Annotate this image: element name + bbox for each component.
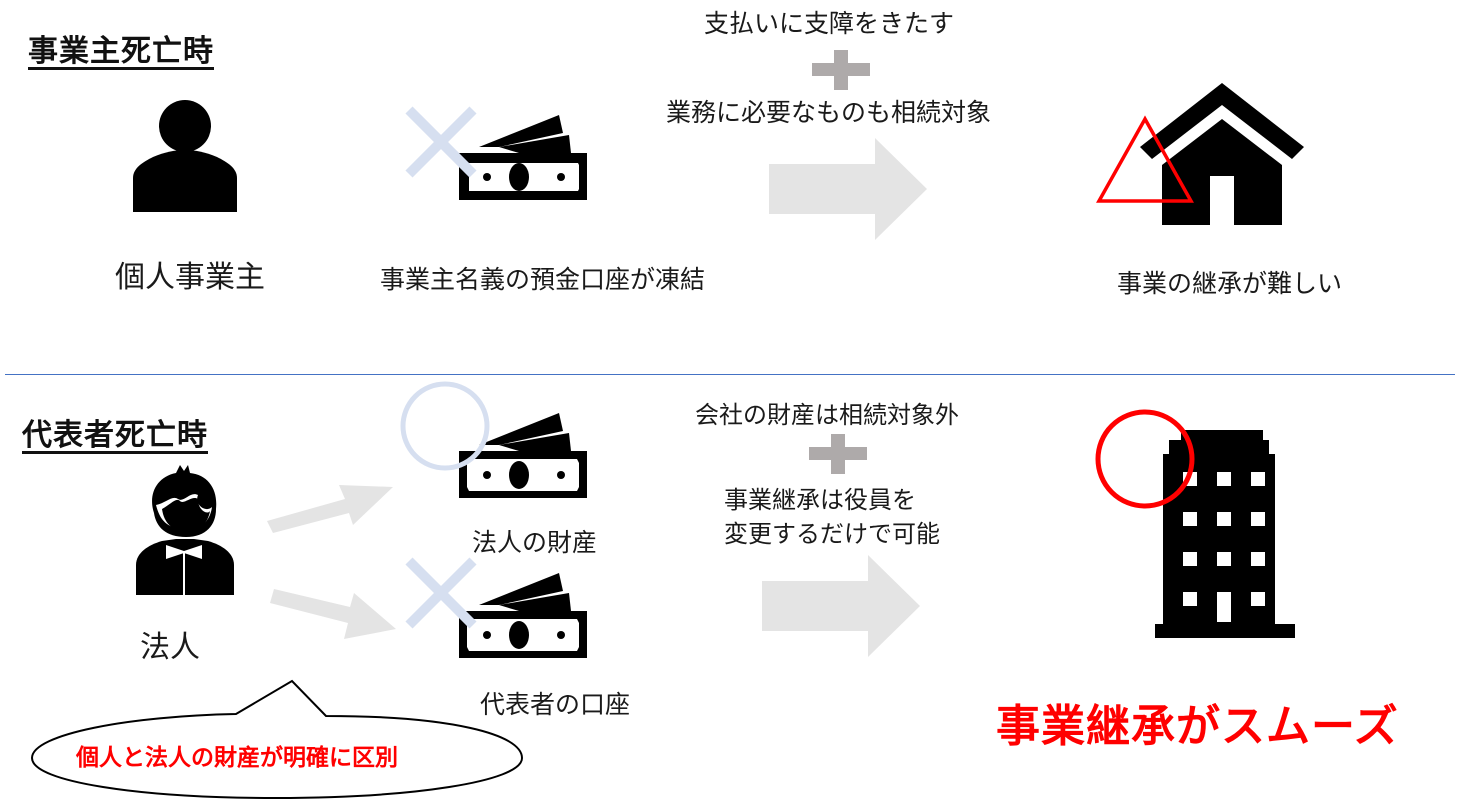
businessman-icon <box>136 465 234 595</box>
result-label-difficult: 事業の継承が難しい <box>1117 269 1343 298</box>
office-building-icon <box>1155 430 1295 638</box>
reason-text-payment: 支払いに支障をきたす <box>704 9 955 38</box>
reason-text-officer-change-line1: 事業継承は役員を <box>724 486 916 514</box>
plus-icon <box>809 434 867 474</box>
circle-mark-icon <box>1095 409 1195 509</box>
circle-mark-icon <box>400 381 490 471</box>
money-label-corporate-assets: 法人の財産 <box>472 528 598 557</box>
triangle-mark-icon <box>1096 115 1194 203</box>
reason-text-inheritance: 業務に必要なものも相続対象 <box>666 98 992 127</box>
callout-text: 個人と法人の財産が明確に区別 <box>76 745 398 771</box>
cash-icon <box>459 573 587 658</box>
house-icon <box>1140 83 1304 225</box>
money-label-representative-account: 代表者の口座 <box>480 690 631 719</box>
cross-mark-icon <box>405 557 477 629</box>
person-label-corporation: 法人 <box>140 630 200 665</box>
cash-icon <box>459 115 587 200</box>
right-arrow-icon <box>762 555 920 657</box>
plus-icon <box>812 50 870 90</box>
reason-text-excluded: 会社の財産は相続対象外 <box>695 401 959 429</box>
right-arrow-icon <box>769 138 927 240</box>
person-icon <box>133 100 237 212</box>
section-heading-sole-proprietor: 事業主死亡時 <box>28 34 214 69</box>
result-label-smooth: 事業継承がスムーズ <box>996 701 1399 752</box>
person-label-sole-proprietor: 個人事業主 <box>115 260 265 295</box>
speech-bubble <box>30 679 524 800</box>
arrow-to-representative-account-icon <box>270 589 396 639</box>
reason-text-officer-change-line2: 変更するだけで可能 <box>724 520 940 548</box>
arrow-to-corporate-assets-icon <box>267 485 393 533</box>
cross-mark-icon <box>405 106 477 178</box>
section-divider <box>5 374 1455 375</box>
money-label-frozen-account: 事業主名義の預金口座が凍結 <box>380 265 706 294</box>
section-heading-representative: 代表者死亡時 <box>22 418 208 453</box>
